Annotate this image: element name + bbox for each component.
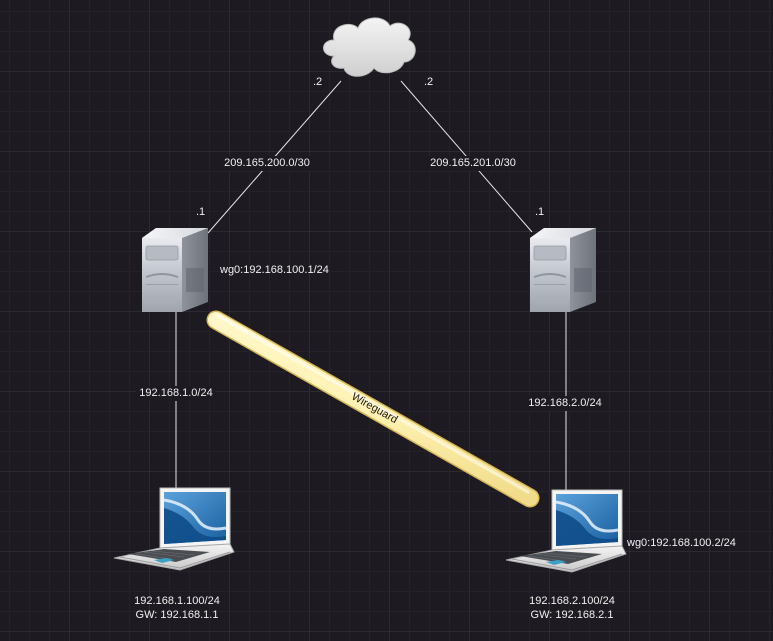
cloud-right-octet: .2: [424, 76, 434, 88]
router-left-icon: [141, 227, 209, 313]
wireguard-tunnel: Wireguard: [206, 310, 540, 508]
laptop-right-ip: 192.168.2.100/24: [529, 595, 615, 607]
router-left-octet: .1: [196, 206, 206, 218]
laptop-left-icon: [112, 486, 236, 572]
wan-left-subnet: 209.165.200.0/30: [221, 156, 313, 171]
laptop-right-gw: GW: 192.168.2.1: [530, 609, 614, 621]
laptop-left-gw: GW: 192.168.1.1: [135, 609, 219, 621]
router-right-octet: .1: [535, 206, 545, 218]
router-right-icon: [529, 227, 597, 313]
cloud-left-octet: .2: [313, 76, 323, 88]
lan-right-subnet: 192.168.2.0/24: [525, 396, 605, 411]
lan-left-subnet: 192.168.1.0/24: [136, 386, 216, 401]
router-left-wg-label: wg0:192.168.100.1/24: [220, 264, 329, 276]
laptop-right-wg-label: wg0:192.168.100.2/24: [627, 537, 736, 549]
laptop-left-ip: 192.168.1.100/24: [134, 595, 220, 607]
links: [175, 80, 567, 490]
internet-cloud-icon: [323, 17, 416, 77]
wan-right-subnet: 209.165.201.0/30: [427, 156, 519, 171]
